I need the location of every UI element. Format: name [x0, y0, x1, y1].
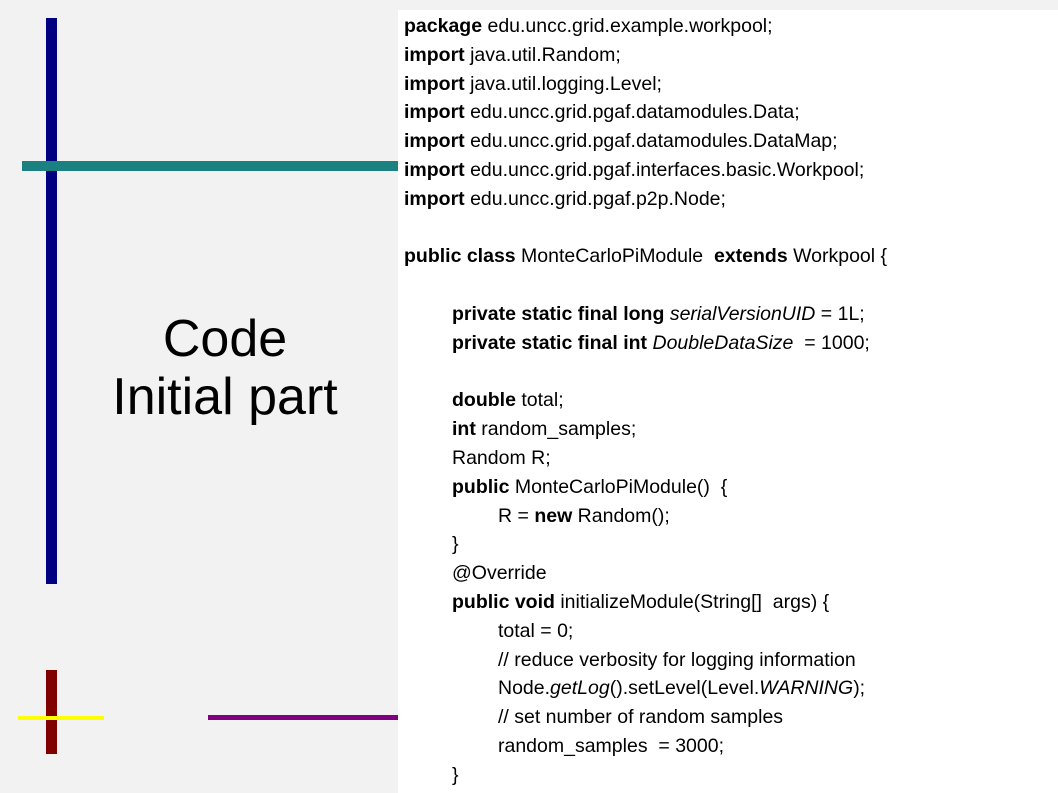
code-keyword: import — [404, 130, 465, 153]
code-token: edu.uncc.grid.pgaf.datamodules.Data; — [464, 101, 800, 124]
code-keyword: public void — [452, 590, 555, 613]
code-token: // reduce verbosity for logging informat… — [498, 648, 856, 671]
code-italic-token: getLog — [550, 677, 610, 700]
code-token: ().setLevel(Level. — [609, 677, 760, 700]
code-line: random_samples = 3000; — [404, 732, 1058, 761]
code-keyword: public class — [404, 245, 516, 268]
code-token: edu.uncc.grid.example.workpool; — [482, 15, 773, 37]
code-line: } — [404, 761, 1058, 790]
slide-title-line-1: Code — [162, 310, 288, 368]
navy-vertical-bar — [46, 18, 57, 584]
code-keyword: import — [404, 43, 465, 66]
code-line: public class MonteCarloPiModule extends … — [404, 242, 1058, 271]
code-line: @Override — [404, 559, 1058, 588]
code-line: } — [404, 530, 1058, 559]
purple-horizontal-bar — [208, 715, 400, 720]
code-italic-token: serialVersionUID — [669, 302, 816, 325]
teal-horizontal-bar — [22, 161, 400, 171]
code-keyword: import — [404, 72, 465, 95]
code-token: } — [452, 533, 459, 556]
code-line: private static final long serialVersionU… — [404, 300, 1058, 329]
yellow-horizontal-bar — [18, 716, 104, 720]
code-keyword: package — [404, 15, 483, 37]
slide-title: Code Initial part — [70, 310, 380, 426]
code-token: Random R; — [452, 446, 551, 469]
code-panel: package edu.uncc.grid.example.workpool;i… — [398, 10, 1058, 793]
code-keyword: extends — [713, 245, 788, 268]
code-line: R = new Random(); — [404, 502, 1058, 531]
code-token: Workpool { — [787, 245, 888, 268]
code-token: MonteCarloPiModule() { — [509, 475, 728, 498]
code-line: double total; — [404, 386, 1058, 415]
code-keyword: int — [452, 418, 476, 441]
code-line: int random_samples; — [404, 415, 1058, 444]
code-keyword: import — [404, 101, 465, 124]
code-line: Random R; — [404, 444, 1058, 473]
slide-title-line-2: Initial part — [112, 368, 338, 426]
code-token: = 1L; — [815, 302, 865, 325]
code-keyword: import — [404, 158, 465, 181]
code-keyword: private static final long — [452, 302, 665, 325]
code-token: = 1000; — [793, 331, 870, 354]
code-keyword: public — [452, 475, 510, 498]
code-italic-token: WARNING — [759, 677, 854, 700]
code-line: // reduce verbosity for logging informat… — [404, 646, 1058, 675]
code-line: import edu.uncc.grid.pgaf.datamodules.Da… — [404, 127, 1058, 156]
code-line: import edu.uncc.grid.pgaf.datamodules.Da… — [404, 98, 1058, 127]
code-line: Node.getLog().setLevel(Level.WARNING); — [404, 674, 1058, 703]
code-line: import edu.uncc.grid.pgaf.p2p.Node; — [404, 185, 1058, 214]
code-line: // set number of random samples — [404, 703, 1058, 732]
code-keyword: double — [452, 389, 516, 412]
code-line: import edu.uncc.grid.pgaf.interfaces.bas… — [404, 156, 1058, 185]
code-line: import java.util.logging.Level; — [404, 70, 1058, 99]
code-line: private static final int DoubleDataSize … — [404, 329, 1058, 358]
code-line: import java.util.Random; — [404, 41, 1058, 70]
code-italic-token: DoubleDataSize — [652, 331, 794, 354]
code-token: ); — [853, 677, 866, 700]
code-token: java.util.Random; — [464, 43, 621, 66]
code-token: R = — [498, 504, 535, 527]
code-token: Node. — [498, 677, 551, 700]
code-token: edu.uncc.grid.pgaf.p2p.Node; — [464, 187, 726, 210]
code-token: @Override — [452, 562, 547, 585]
code-line: public void initializeModule(String[] ar… — [404, 588, 1058, 617]
maroon-vertical-bar — [46, 670, 57, 754]
code-line — [404, 214, 1058, 243]
code-token: edu.uncc.grid.pgaf.interfaces.basic.Work… — [464, 158, 865, 181]
code-token: initializeModule(String[] args) { — [554, 590, 830, 613]
code-token: random_samples = 3000; — [498, 734, 725, 757]
code-token: total = 0; — [498, 619, 574, 642]
code-line: package edu.uncc.grid.example.workpool; — [404, 12, 1058, 41]
code-line: total = 0; — [404, 617, 1058, 646]
code-line — [404, 271, 1058, 300]
code-keyword: new — [534, 504, 573, 527]
code-token: random_samples; — [475, 418, 637, 441]
code-keyword: private static final int — [452, 331, 648, 354]
code-token: } — [452, 763, 459, 786]
code-line: public MonteCarloPiModule() { — [404, 473, 1058, 502]
code-token: // set number of random samples — [498, 706, 784, 729]
code-token: total; — [515, 389, 564, 412]
code-token: java.util.logging.Level; — [464, 72, 662, 95]
code-line — [404, 358, 1058, 387]
code-token: Random(); — [572, 504, 670, 527]
code-keyword: import — [404, 187, 465, 210]
code-token: edu.uncc.grid.pgaf.datamodules.DataMap; — [464, 130, 838, 153]
code-listing: package edu.uncc.grid.example.workpool;i… — [404, 12, 1058, 790]
code-token: MonteCarloPiModule — [515, 245, 714, 268]
